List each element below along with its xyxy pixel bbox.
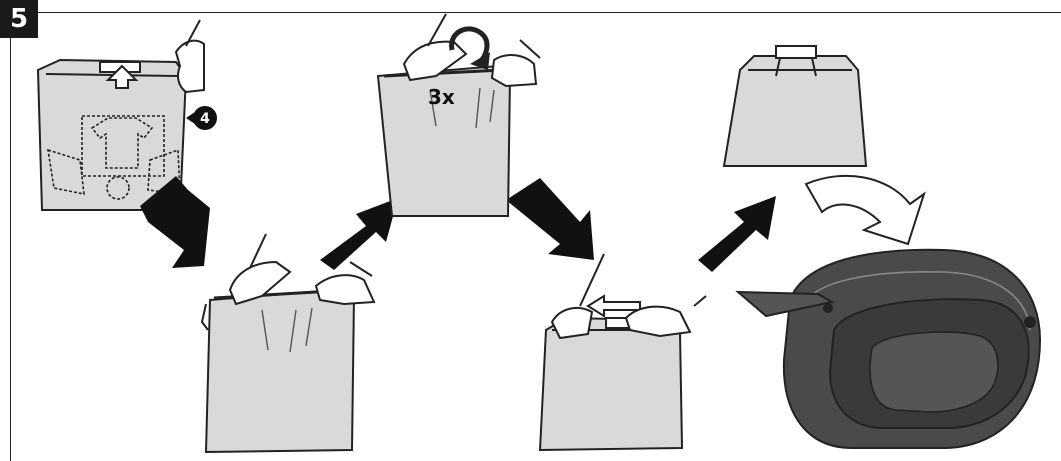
panel-packed-bag: 4 [38, 20, 217, 210]
roll-count-label: 3x [428, 85, 455, 109]
panel-closed-bag [724, 46, 866, 166]
bag-body [724, 56, 866, 166]
side-strap [202, 304, 208, 330]
bag-body [206, 290, 354, 452]
step-ref-label: 4 [200, 111, 210, 127]
arrow-down-right-2 [506, 178, 594, 260]
side-snap-icon [1024, 316, 1036, 328]
panel-close-buckle [540, 254, 706, 450]
hand-right-icon [492, 55, 536, 86]
hand-right-icon [176, 41, 204, 92]
arrow-up-right-1 [320, 198, 398, 270]
saddlebag-pocket-icon [870, 332, 998, 412]
panel-saddlebag [738, 250, 1040, 448]
hand-right-icon [626, 307, 690, 336]
flap-snap-icon [823, 303, 833, 313]
hand-left-icon [552, 308, 592, 338]
buckle-icon [776, 46, 816, 58]
curved-arrow-insert [806, 176, 924, 244]
arrow-up-right-2 [698, 196, 776, 272]
hand-right-icon [316, 275, 374, 304]
panel-roll-top: 3x [378, 14, 540, 216]
panel-hold-open-bag [202, 234, 374, 452]
